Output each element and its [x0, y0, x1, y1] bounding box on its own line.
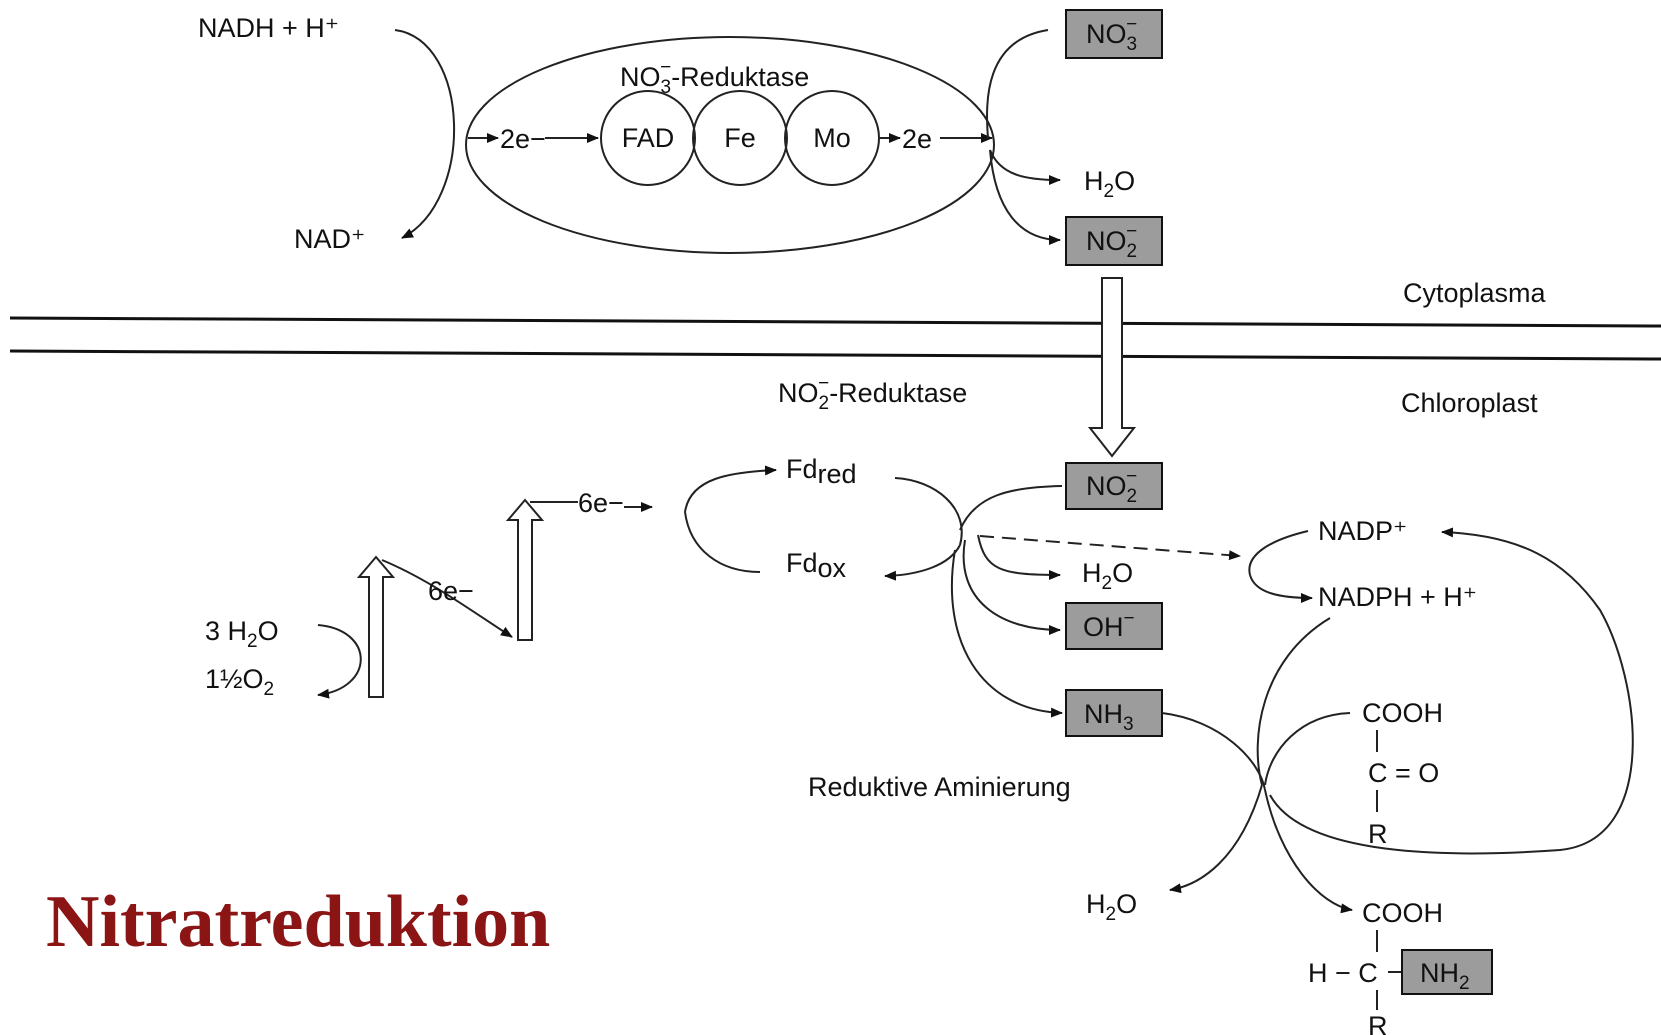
nitrate-label: NO3−: [1086, 14, 1137, 55]
nadp-reduction-arrow: [1249, 574, 1313, 603]
fd-red-label: Fdred: [786, 454, 857, 489]
amino-acid: COOH H − C NH2 R: [1308, 898, 1493, 1035]
chloroplast-membrane: [9, 316, 1661, 361]
nitrate-reductase-label: NO3−-Reduktase: [620, 57, 809, 98]
cytoplasm-label: Cytoplasma: [1403, 278, 1547, 308]
photosystem-1-arrow: [505, 498, 545, 641]
cofactor-chain: FAD Fe Mo: [600, 90, 880, 186]
cofactor-fe: [692, 90, 788, 186]
hydroxide-label: OH−: [1083, 608, 1135, 642]
svg-text:R: R: [1368, 819, 1388, 849]
cofactor-mo: [784, 90, 880, 186]
ammonia-box: [1065, 689, 1163, 737]
svg-text:H − C: H − C: [1308, 958, 1378, 988]
electrons-label-2: 6e−: [578, 488, 624, 518]
electrons-label-1: 6e−: [428, 576, 474, 606]
cofactor-mo-label: Mo: [813, 123, 851, 153]
svg-text:C = O: C = O: [1368, 758, 1439, 788]
nad-label: NAD⁺: [294, 224, 365, 254]
water-label-amination: H2O: [1086, 889, 1137, 925]
ferredoxin-reduction-arrow: [684, 465, 777, 513]
hydroxide-box: [1065, 602, 1163, 650]
amino-group-box: [1401, 949, 1493, 995]
page-title: Nitratreduktion: [46, 881, 550, 963]
ferredoxin-oxidation-arrow: [884, 544, 961, 581]
reductive-amination-label: Reduktive Aminierung: [808, 772, 1071, 802]
nitrite-label-chloroplast: NO2−: [1086, 466, 1137, 507]
svg-text:R: R: [1368, 1011, 1388, 1035]
nitrite-transport-arrow: [1087, 277, 1137, 458]
nitrite-box-chloroplast: [1065, 462, 1163, 510]
cofactor-fad-label: FAD: [622, 123, 675, 153]
nadh-oxidation-arrow: [394, 29, 455, 239]
nadp-label: NADP⁺: [1318, 516, 1407, 546]
nitrite-box-top: [1065, 216, 1163, 266]
water-label-chloroplast: H2O: [1082, 558, 1133, 594]
water-label-top: H2O: [1084, 166, 1135, 202]
electron-in-label: 2e−: [500, 124, 546, 154]
photosystem-2-arrow: [356, 555, 396, 698]
svg-text:COOH: COOH: [1362, 898, 1443, 928]
nadph-label: NADPH + H⁺: [1318, 582, 1477, 612]
ammonia-label: NH3: [1084, 699, 1134, 735]
nitrite-label-top: NO2−: [1086, 221, 1137, 262]
fd-ox-label: Fdox: [786, 548, 847, 583]
oxygen-label: 1½O2: [205, 664, 274, 700]
water-split-label: 3 H2O: [205, 616, 279, 652]
cofactor-fad: [600, 90, 696, 186]
electron-out-label: 2e: [902, 124, 932, 154]
nadp-link-dashed: [979, 535, 1241, 561]
keto-acid: COOH C = O R: [1362, 698, 1443, 849]
nitrate-box: [1065, 9, 1163, 59]
amino-group-label: NH2: [1420, 958, 1470, 994]
water-splitting-arrow: [317, 624, 362, 699]
svg-text:COOH: COOH: [1362, 698, 1443, 728]
nadh-label: NADH + H⁺: [198, 13, 339, 43]
nadph-oxidation-return-arrow: [1269, 527, 1634, 855]
chloroplast-label: Chloroplast: [1401, 388, 1538, 418]
nitrate-reductase-complex: [465, 36, 995, 254]
amino-acid-formation-arrow: [1264, 789, 1353, 914]
cofactor-fe-label: Fe: [724, 123, 756, 153]
nitrite-reductase-label: NO2−-Reduktase: [778, 373, 967, 414]
